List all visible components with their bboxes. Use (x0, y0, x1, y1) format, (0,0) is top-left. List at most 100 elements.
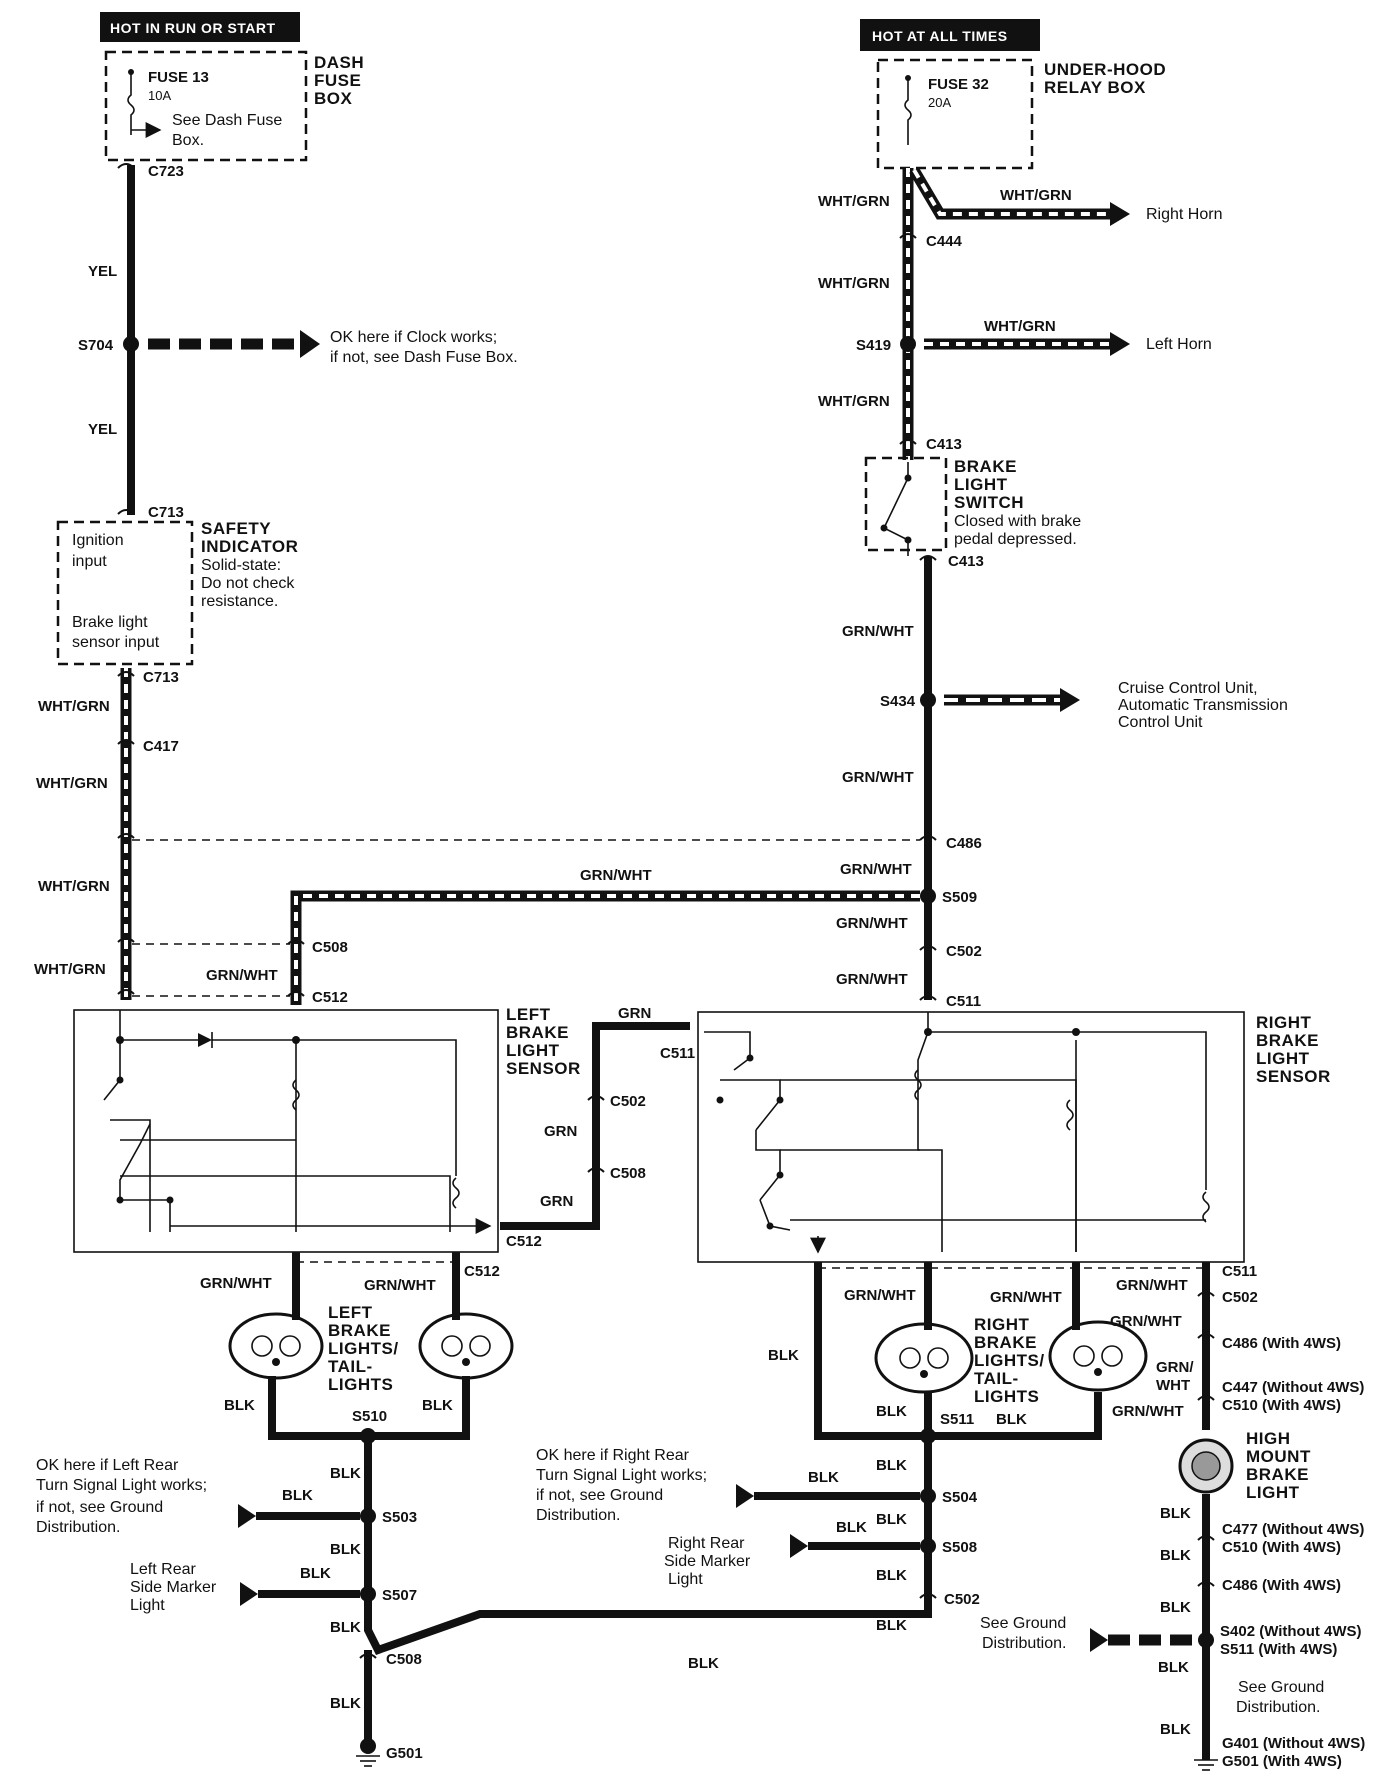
wire-label-blk-l3: BLK (330, 1619, 361, 1636)
connector-c723: C723 (148, 163, 184, 180)
wire-label-whtgrn-r2: WHT/GRN (818, 275, 890, 292)
header-hot-in-run: HOT IN RUN OR START (100, 12, 300, 42)
splice-label-s504: S504 (942, 1489, 978, 1506)
wire-label-grnwht-rl2: GRN/WHT (990, 1289, 1062, 1306)
right-brake-light-2 (1048, 1320, 1148, 1392)
connector-c508-bottom: C508 (386, 1651, 422, 1668)
fuse32-symbol (904, 78, 912, 145)
splice-label-s508: S508 (942, 1539, 977, 1556)
dash-fuse-box-label3: BOX (314, 89, 353, 108)
splice-label-s503: S503 (382, 1509, 417, 1526)
splice-s508 (920, 1538, 936, 1554)
safety-note2: Do not check (201, 575, 295, 592)
header-hot-at-all-times: HOT AT ALL TIMES (860, 19, 1040, 51)
ground-g501 (356, 1738, 380, 1767)
wire-label-blk-ll1: BLK (224, 1397, 255, 1414)
wire-label-grn-split1: GRN/ (1156, 1359, 1194, 1376)
note-rr-side-2: Side Marker (664, 1553, 751, 1570)
wire-label-blk-h3: BLK (1160, 1599, 1191, 1616)
wire-label-yel-2: YEL (88, 421, 117, 438)
note-lr-turn-3: if not, see Ground (36, 1499, 163, 1516)
header-left-label: HOT IN RUN OR START (110, 20, 276, 36)
connector-c444: C444 (926, 233, 963, 250)
splice-label-s419: S419 (856, 337, 891, 354)
ground-label-g501: G501 (386, 1745, 423, 1762)
wire-label-blk-lr-side: BLK (300, 1565, 331, 1582)
safety-note3: resistance. (201, 593, 278, 610)
wire-label-yel-1: YEL (88, 263, 117, 280)
wire-label-blk-lr-turn: BLK (282, 1487, 313, 1504)
splice-s503 (360, 1508, 376, 1524)
wire-label-grn-split2: WHT (1156, 1377, 1190, 1394)
splice-label-s511: S511 (940, 1411, 974, 1428)
connector-c477: C477 (Without 4WS) (1222, 1521, 1364, 1538)
connector-c447: C447 (Without 4WS) (1222, 1379, 1364, 1396)
connector-c512-lights: C512 (464, 1263, 500, 1280)
wire-label-grnwht-l1: GRN/WHT (206, 967, 278, 984)
note-gnd-2: Distribution. (982, 1635, 1066, 1652)
safety-input1-b: input (72, 553, 107, 570)
right-brake-light-1 (874, 1322, 974, 1394)
splice-label-s434: S434 (880, 693, 916, 710)
fuse13-symbol (127, 72, 135, 135)
wire-label-blk-h2: BLK (1160, 1547, 1191, 1564)
connector-c713-top: C713 (148, 504, 184, 521)
wire-label-blk-rl1: BLK (876, 1403, 907, 1420)
connector-c713-bottom: C713 (143, 669, 179, 686)
splice-label-s507: S507 (382, 1587, 417, 1604)
splice-label-s402: S402 (Without 4WS) (1220, 1623, 1362, 1640)
right-sensor-title1: RIGHT (1256, 1013, 1312, 1032)
header-right-label: HOT AT ALL TIMES (872, 28, 1008, 44)
wire-label-blk-bottom: BLK (688, 1655, 719, 1672)
wire-label-blk-r3: BLK (876, 1567, 907, 1584)
right-lights-title4: TAIL- (974, 1369, 1019, 1388)
note-gnd-1: See Ground (980, 1615, 1066, 1632)
fuse13-name: FUSE 13 (148, 69, 209, 86)
wire-label-grn-1: GRN (618, 1005, 651, 1022)
dash-fuse-box: FUSE 13 10A See Dash Fuse Box. DASH FUSE… (104, 50, 364, 162)
note-lr-side-1: Left Rear (130, 1561, 196, 1578)
note-clock-2: if not, see Dash Fuse Box. (330, 349, 518, 366)
left-brake-light-sensor: LEFT BRAKE LIGHT SENSOR (73, 1005, 581, 1253)
switch-title3: SWITCH (954, 493, 1024, 512)
dash-fuse-box-label2: FUSE (314, 71, 361, 90)
wire-label-grn-2: GRN (544, 1123, 577, 1140)
safety-title2: INDICATOR (201, 537, 298, 556)
wire-label-whtgrn-l2: WHT/GRN (36, 775, 108, 792)
note-rr-turn-2: Turn Signal Light works; (536, 1467, 707, 1484)
note-gnd-3: See Ground (1238, 1679, 1324, 1696)
wire-label-whtgrn-r1: WHT/GRN (818, 193, 890, 210)
under-hood-relay-box: FUSE 32 20A UNDER-HOOD RELAY BOX (876, 58, 1166, 170)
ground-label-g501-4ws: G501 (With 4WS) (1222, 1753, 1342, 1770)
left-sensor-title4: SENSOR (506, 1059, 581, 1078)
note-cruise-2: Automatic Transmission (1118, 697, 1288, 714)
switch-title2: LIGHT (954, 475, 1008, 494)
connector-c413-top: C413 (926, 436, 962, 453)
wire-label-grnwht-r5: GRN/WHT (836, 971, 908, 988)
connector-c502-mid: C502 (610, 1093, 646, 1110)
note-cruise-3: Control Unit (1118, 714, 1203, 731)
connector-c502-bottom: C502 (944, 1591, 980, 1608)
splice-s509 (920, 888, 936, 904)
wire-label-blk-rr-turn: BLK (808, 1469, 839, 1486)
wire-grn-between-sensors (500, 1022, 690, 1230)
left-sensor-title2: BRAKE (506, 1023, 569, 1042)
wire-label-blk-r4: BLK (876, 1617, 907, 1634)
wire-label-whtgrn-horn-l: WHT/GRN (984, 318, 1056, 335)
note-lr-side-2: Side Marker (130, 1579, 217, 1596)
note-rr-turn-3: if not, see Ground (536, 1487, 663, 1504)
fuse32-rating: 20A (928, 95, 951, 110)
connector-c413-bottom: C413 (948, 553, 984, 570)
connector-c486-4ws-b: C486 (With 4WS) (1222, 1577, 1341, 1594)
note-rr-turn-1: OK here if Right Rear (536, 1447, 690, 1464)
switch-note2: pedal depressed. (954, 531, 1077, 548)
wire-label-blk-r-sensor: BLK (768, 1347, 799, 1364)
right-lights-title2: BRAKE (974, 1333, 1037, 1352)
connector-c508-mid: C508 (610, 1165, 646, 1182)
hmbl-title3: BRAKE (1246, 1465, 1309, 1484)
wire-label-grnwht-r4: GRN/WHT (836, 915, 908, 932)
right-sensor-title2: BRAKE (1256, 1031, 1319, 1050)
connector-c486-4ws: C486 (With 4WS) (1222, 1335, 1341, 1352)
note-rr-turn-4: Distribution. (536, 1507, 620, 1524)
